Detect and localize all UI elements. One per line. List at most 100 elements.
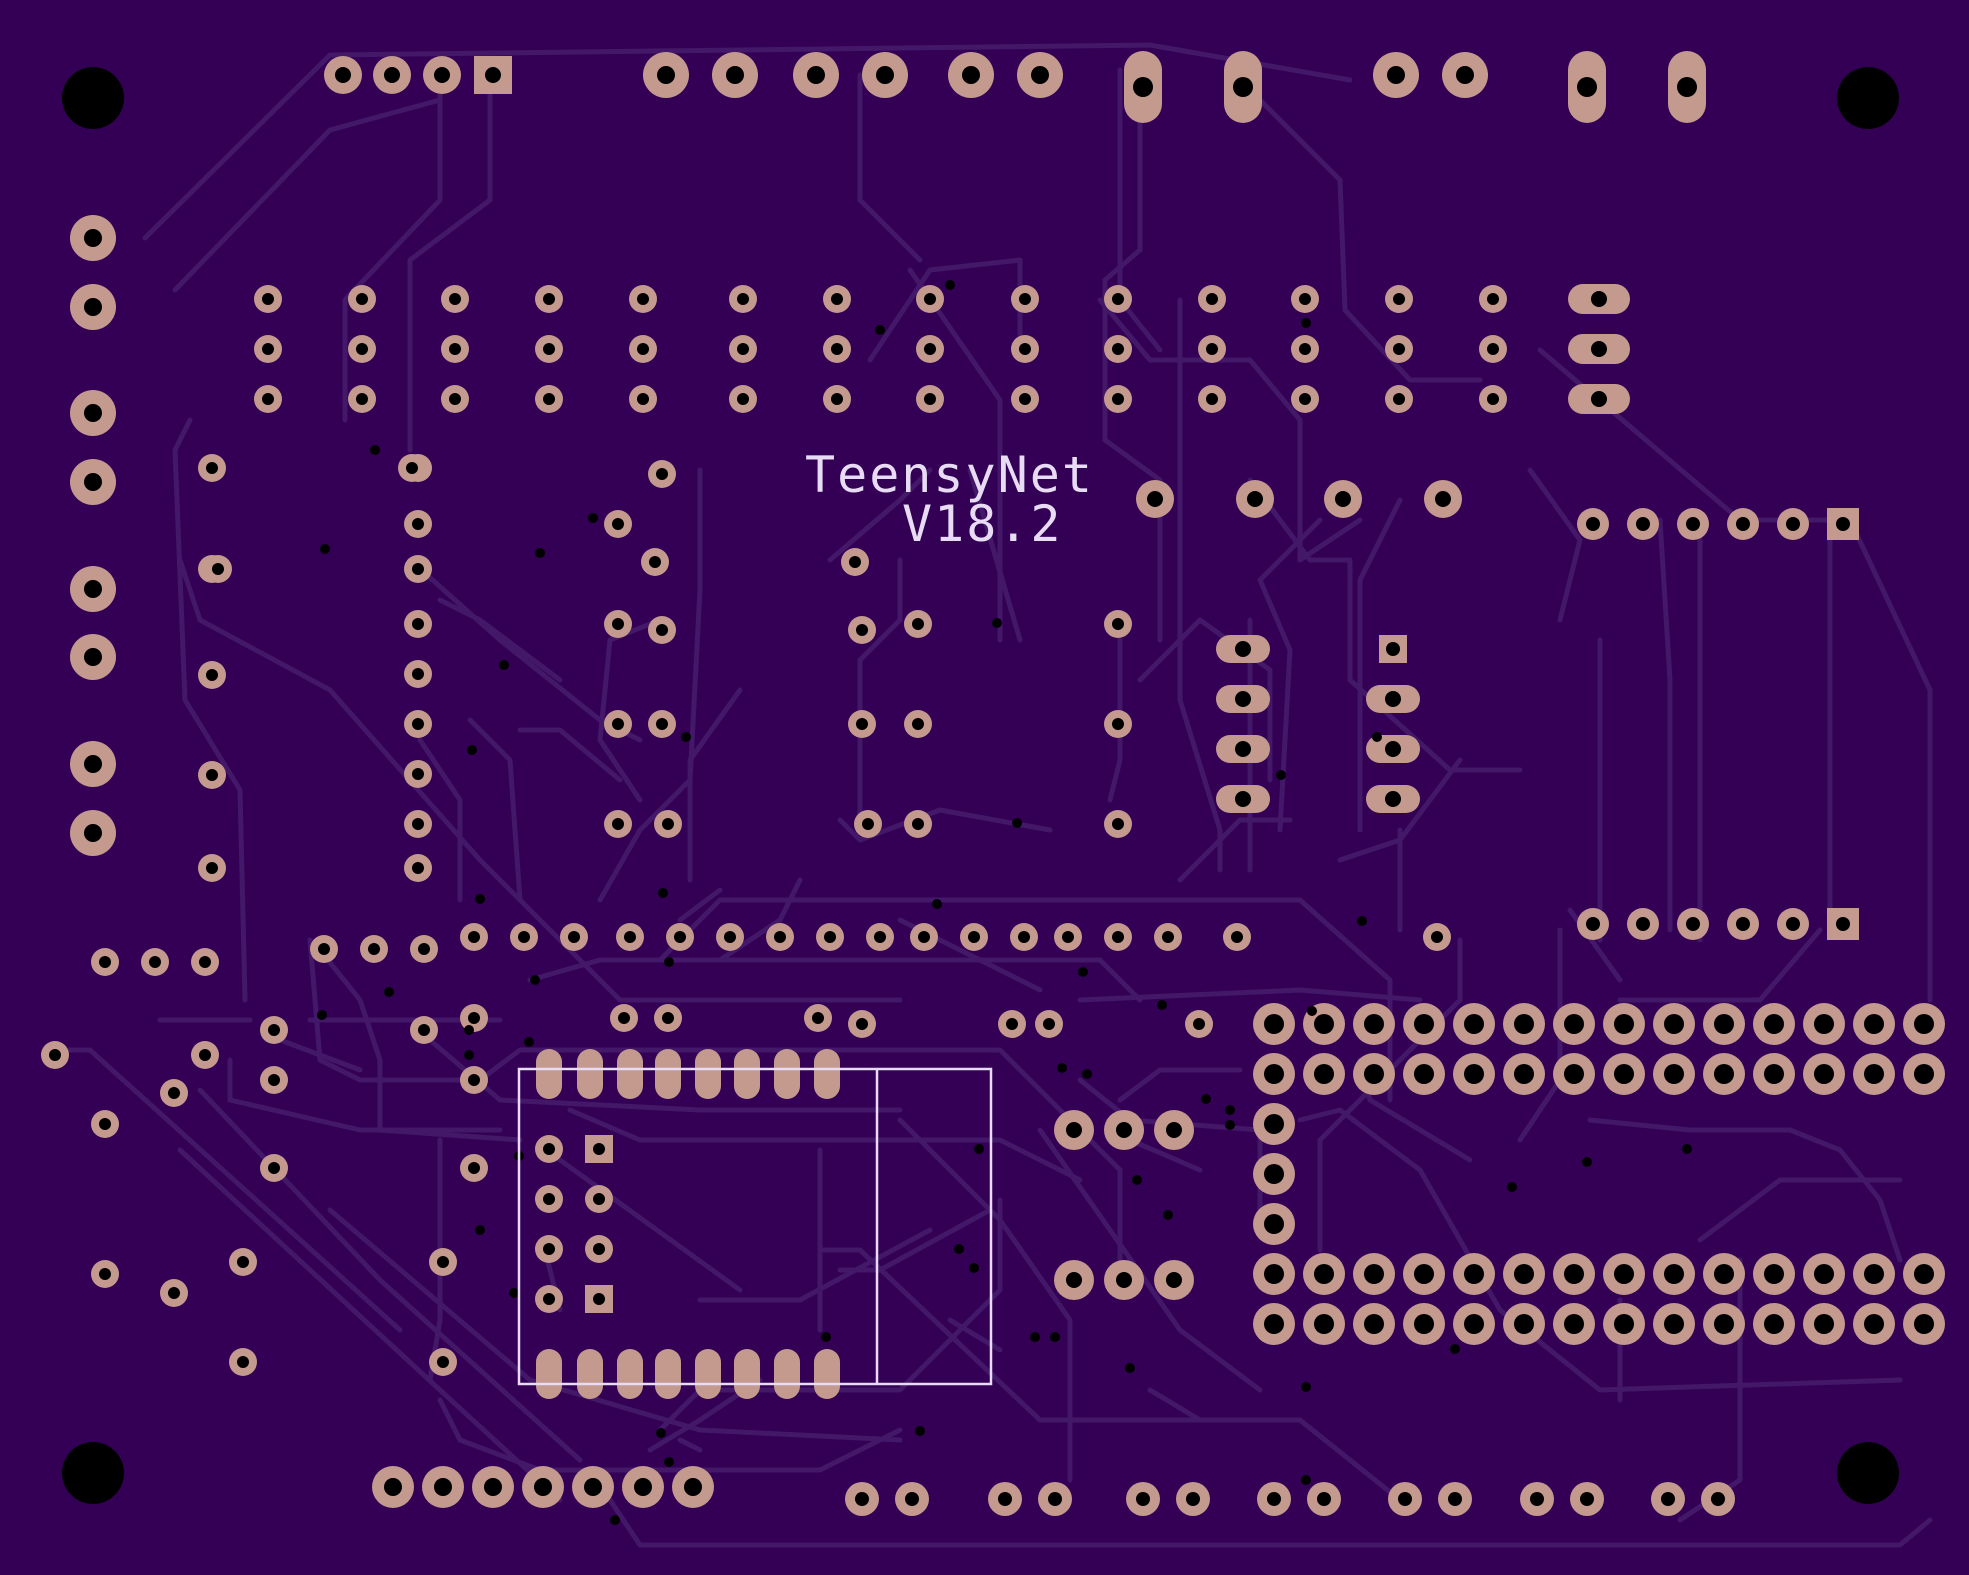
pad	[604, 710, 632, 738]
pad	[1010, 923, 1038, 951]
grid-pad	[1104, 385, 1132, 413]
pad	[648, 710, 676, 738]
pad	[1104, 1110, 1144, 1150]
header-pin	[1653, 1003, 1695, 1045]
pad	[648, 616, 676, 644]
pad	[848, 1010, 876, 1038]
pad	[535, 1285, 563, 1313]
header-pin	[1453, 1053, 1495, 1095]
pad	[585, 1185, 613, 1213]
via	[1301, 318, 1311, 328]
terminal-pin	[1373, 52, 1419, 98]
resistor-pad	[398, 454, 426, 482]
pad	[604, 810, 632, 838]
mounting-hole	[62, 67, 124, 129]
pad	[535, 1185, 563, 1213]
pad	[904, 810, 932, 838]
header-pin	[1853, 1303, 1895, 1345]
module-pad	[617, 1049, 643, 1099]
grid-pad	[629, 285, 657, 313]
module-outline	[517, 1067, 993, 1386]
bottom-pad	[1701, 1482, 1735, 1516]
module-pad	[695, 1349, 721, 1399]
bottom-pad	[1038, 1482, 1072, 1516]
pad	[260, 1016, 288, 1044]
bottom-pin	[622, 1466, 664, 1508]
pad	[410, 1016, 438, 1044]
via	[1507, 1182, 1517, 1192]
module-pad	[695, 1049, 721, 1099]
mounting-hole	[1837, 67, 1899, 129]
pad	[1154, 923, 1182, 951]
grid-pad	[729, 385, 757, 413]
grid-pad	[441, 285, 469, 313]
header-pin	[1803, 1003, 1845, 1045]
bottom-pad	[1176, 1482, 1210, 1516]
header-pin	[1353, 1053, 1395, 1095]
via	[821, 1332, 831, 1342]
terminal-pin	[643, 52, 689, 98]
header-pin	[1803, 1253, 1845, 1295]
header-pin	[1553, 1003, 1595, 1045]
header-pin	[1653, 1303, 1695, 1345]
pad	[998, 1010, 1026, 1038]
header-pin	[1553, 1053, 1595, 1095]
via	[915, 1426, 925, 1436]
header-pin-1	[1827, 508, 1859, 540]
pad	[816, 923, 844, 951]
via	[875, 325, 885, 335]
header-pin	[1253, 1303, 1295, 1345]
bottom-pin	[672, 1466, 714, 1508]
square-pad	[1379, 635, 1407, 663]
header-pin	[1253, 1003, 1295, 1045]
header-pin-1	[474, 56, 512, 94]
pad	[191, 1041, 219, 1069]
via	[1157, 1000, 1167, 1010]
grid-pad	[629, 385, 657, 413]
bottom-pad	[895, 1482, 929, 1516]
terminal-pin	[1442, 52, 1488, 98]
via	[464, 1050, 474, 1060]
oval-pad	[1366, 685, 1420, 713]
pad	[604, 610, 632, 638]
via	[1050, 1332, 1060, 1342]
power-pad	[1236, 480, 1274, 518]
bottom-pin	[472, 1466, 514, 1508]
via	[1012, 818, 1022, 828]
via	[681, 732, 691, 742]
grid-pad	[1291, 285, 1319, 313]
grid-pad	[1011, 285, 1039, 313]
via	[658, 888, 668, 898]
header-pin	[1627, 908, 1659, 940]
bottom-pad	[988, 1482, 1022, 1516]
header-pin	[1753, 1003, 1795, 1045]
grid-pad	[916, 385, 944, 413]
pad	[1154, 1260, 1194, 1300]
via	[1301, 1475, 1311, 1485]
module-pad	[734, 1349, 760, 1399]
edge-pin	[70, 810, 116, 856]
header-pin	[1353, 1003, 1395, 1045]
oval-pad	[1216, 635, 1270, 663]
pad	[604, 510, 632, 538]
grid-pad	[441, 385, 469, 413]
pad	[866, 923, 894, 951]
header-pin	[1853, 1003, 1895, 1045]
pad	[260, 1066, 288, 1094]
bottom-pin	[572, 1466, 614, 1508]
terminal-pin	[793, 52, 839, 98]
pad	[716, 923, 744, 951]
resistor-pad	[404, 510, 432, 538]
grid-pad	[1291, 335, 1319, 363]
header-pin	[1503, 1053, 1545, 1095]
header-pin	[1653, 1253, 1695, 1295]
module-pad	[536, 1349, 562, 1399]
module-pad	[655, 1349, 681, 1399]
board-version: V18.2	[902, 495, 1063, 553]
header-pin	[1777, 508, 1809, 540]
grid-pad	[1104, 285, 1132, 313]
header-pin	[1703, 1003, 1745, 1045]
header-pin	[1303, 1253, 1345, 1295]
terminal-pin	[712, 52, 758, 98]
header-pin	[1777, 908, 1809, 940]
